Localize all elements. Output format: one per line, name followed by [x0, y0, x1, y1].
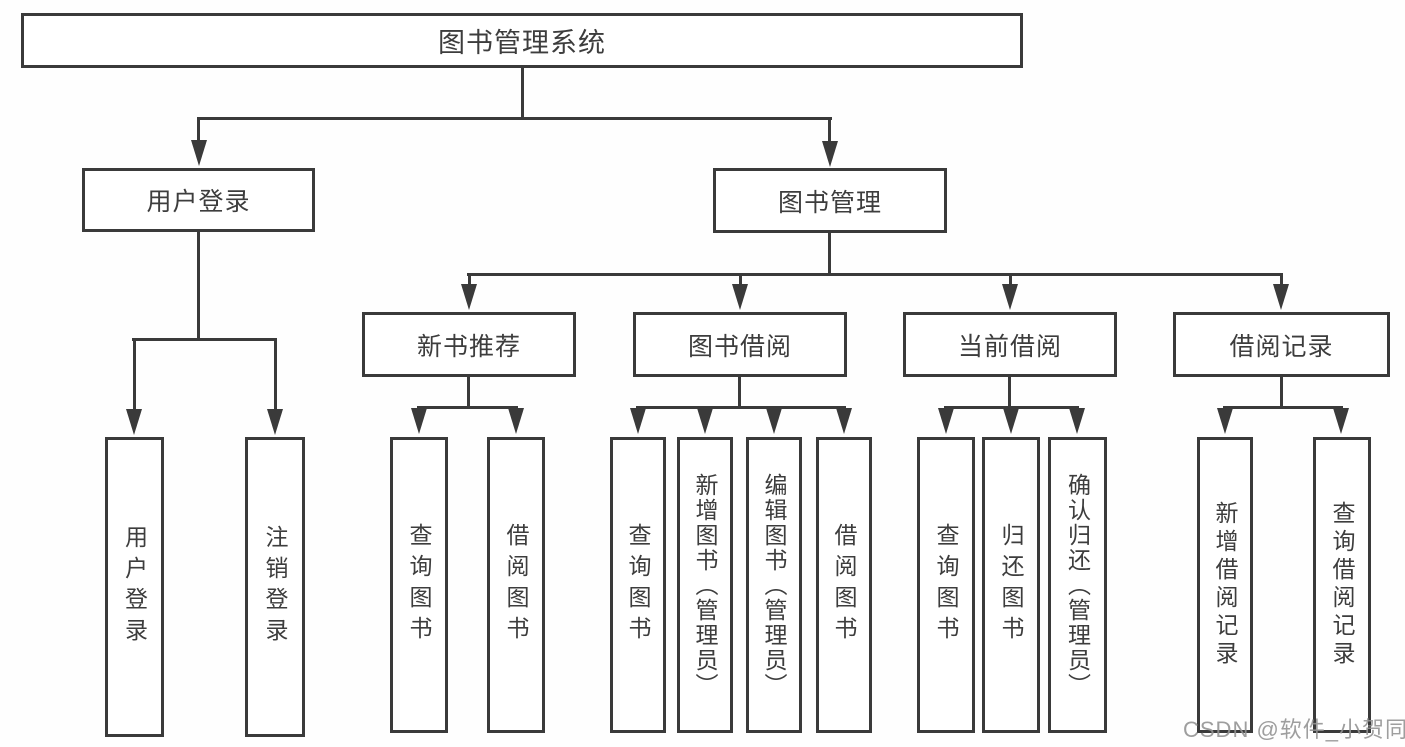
arrow-s1-c2	[508, 408, 524, 434]
arrow-to-current-borrow	[1002, 284, 1018, 310]
arrow-s4-c2	[1333, 408, 1349, 434]
arrow-to-logout-leaf	[267, 409, 283, 435]
node-book-borrowing: 图书借阅	[633, 312, 847, 377]
arrow-to-borrow-records	[1273, 284, 1289, 310]
arrow-to-login-leaf	[126, 409, 142, 435]
arrow-s2-c3	[766, 408, 782, 434]
connector-stem-borrow-records	[1280, 273, 1283, 287]
connector-s4-rail	[1223, 406, 1343, 409]
arrow-s4-c1	[1217, 408, 1233, 434]
leaf-query-books-1: 查询图书	[390, 437, 448, 733]
leaf-return-books: 归还图书	[982, 437, 1040, 733]
arrow-s1-c1	[411, 408, 427, 434]
arrow-s2-c1	[630, 408, 646, 434]
connector-stem-logout-leaf	[274, 338, 277, 412]
connector-s4-trunk	[1280, 377, 1283, 406]
connector-user-login-trunk	[197, 232, 200, 338]
arrow-to-book-management	[822, 141, 838, 167]
connector-stem-user-login	[197, 117, 200, 143]
connector-stem-current-borrow	[1009, 273, 1012, 287]
csdn-watermark: CSDN @软件_小贺同学	[1183, 717, 1405, 742]
connector-s2-trunk	[738, 377, 741, 406]
connector-stem-new-books	[468, 273, 471, 287]
connector-stem-book-management	[828, 117, 831, 143]
leaf-query-borrow-record: 查询借阅记录	[1313, 437, 1371, 733]
arrow-s3-c3	[1069, 408, 1085, 434]
connector-stem-login-leaf	[133, 338, 136, 412]
leaf-edit-books-admin: 编辑图书（管理员）	[746, 437, 802, 733]
node-borrowing-records: 借阅记录	[1173, 312, 1390, 377]
arrow-to-book-borrow	[732, 284, 748, 310]
arrow-s3-c2	[1003, 408, 1019, 434]
connector-s1-trunk	[467, 377, 470, 406]
connector-s3-trunk	[1008, 377, 1011, 406]
node-library-management-system: 图书管理系统	[21, 13, 1023, 68]
connector-level3-rail	[467, 273, 1282, 276]
leaf-user-login: 用户登录	[105, 437, 164, 737]
connector-stem-book-borrow	[739, 273, 742, 287]
connector-level2-rail	[198, 117, 832, 120]
connector-book-management-trunk	[828, 233, 831, 273]
connector-s3-rail	[944, 406, 1079, 409]
node-new-book-recommend: 新书推荐	[362, 312, 576, 377]
arrow-to-user-login	[191, 140, 207, 166]
node-current-borrowing: 当前借阅	[903, 312, 1117, 377]
connector-s2-rail	[636, 406, 846, 409]
connector-user-login-rail	[132, 338, 276, 341]
leaf-logout: 注销登录	[245, 437, 305, 737]
node-user-login: 用户登录	[82, 168, 315, 232]
leaf-borrow-books-1: 借阅图书	[487, 437, 545, 733]
node-book-management: 图书管理	[713, 168, 947, 233]
arrow-s3-c1	[938, 408, 954, 434]
connector-s1-rail	[417, 406, 518, 409]
leaf-query-books-2: 查询图书	[610, 437, 666, 733]
connector-root-trunk	[521, 68, 524, 117]
leaf-borrow-books-2: 借阅图书	[816, 437, 872, 733]
leaf-add-books-admin: 新增图书（管理员）	[677, 437, 733, 733]
leaf-query-books-3: 查询图书	[917, 437, 975, 733]
leaf-confirm-return-admin: 确认归还（管理员）	[1048, 437, 1107, 733]
arrow-to-new-books	[461, 284, 477, 310]
arrow-s2-c2	[697, 408, 713, 434]
arrow-s2-c4	[836, 408, 852, 434]
leaf-add-borrow-record: 新增借阅记录	[1197, 437, 1253, 733]
